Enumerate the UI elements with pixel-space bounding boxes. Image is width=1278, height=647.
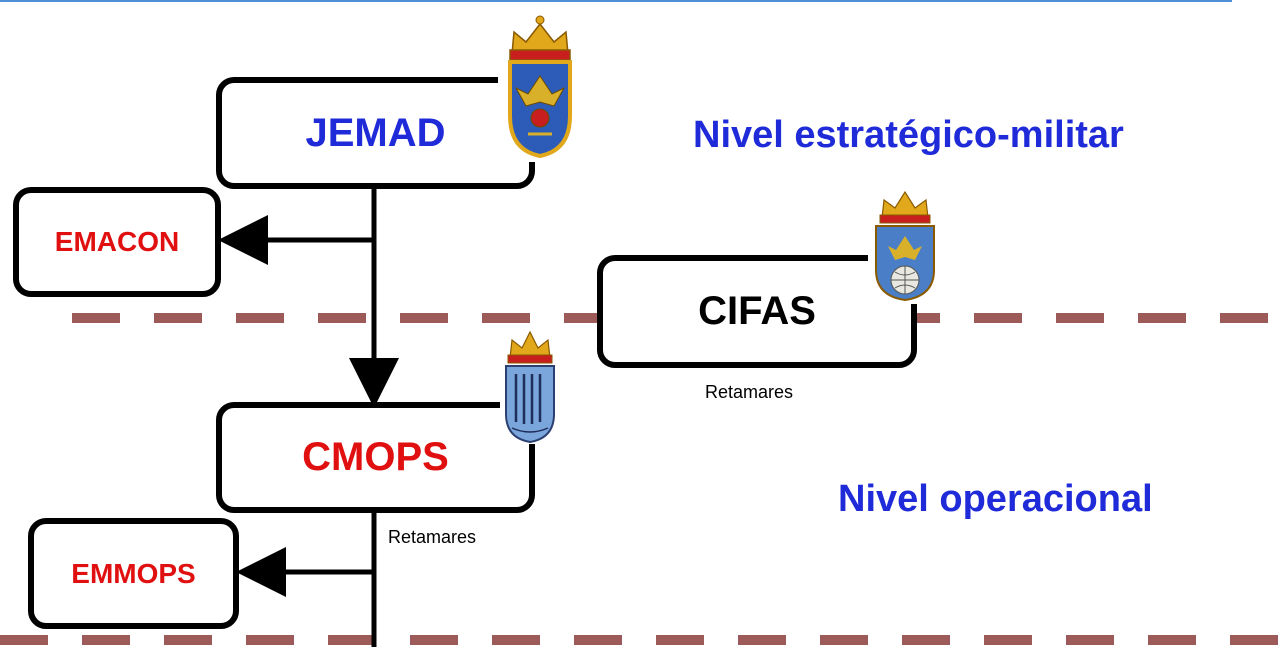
level-operational-label: Nivel operacional xyxy=(838,478,1153,520)
cifas-crest-icon xyxy=(868,180,942,304)
node-emacon: EMACON xyxy=(13,187,221,297)
cifas-location: Retamares xyxy=(705,382,794,402)
jemad-crest-icon xyxy=(498,6,582,162)
cmops-crest-icon xyxy=(500,324,560,444)
node-cmops: CMOPS xyxy=(216,402,535,513)
node-cifas-label: CIFAS xyxy=(698,289,816,333)
node-emmops-label: EMMOPS xyxy=(71,557,196,589)
node-cifas: CIFAS xyxy=(597,255,917,368)
node-cmops-label: CMOPS xyxy=(302,435,449,479)
node-jemad-label: JEMAD xyxy=(305,110,446,155)
top-rule xyxy=(0,0,1232,2)
node-emmops: EMMOPS xyxy=(28,518,239,629)
cmops-location: Retamares xyxy=(388,527,477,547)
node-emacon-label: EMACON xyxy=(54,226,180,257)
node-jemad: JEMAD xyxy=(216,77,535,189)
level-strategic-label: Nivel estratégico-militar xyxy=(693,114,1124,156)
